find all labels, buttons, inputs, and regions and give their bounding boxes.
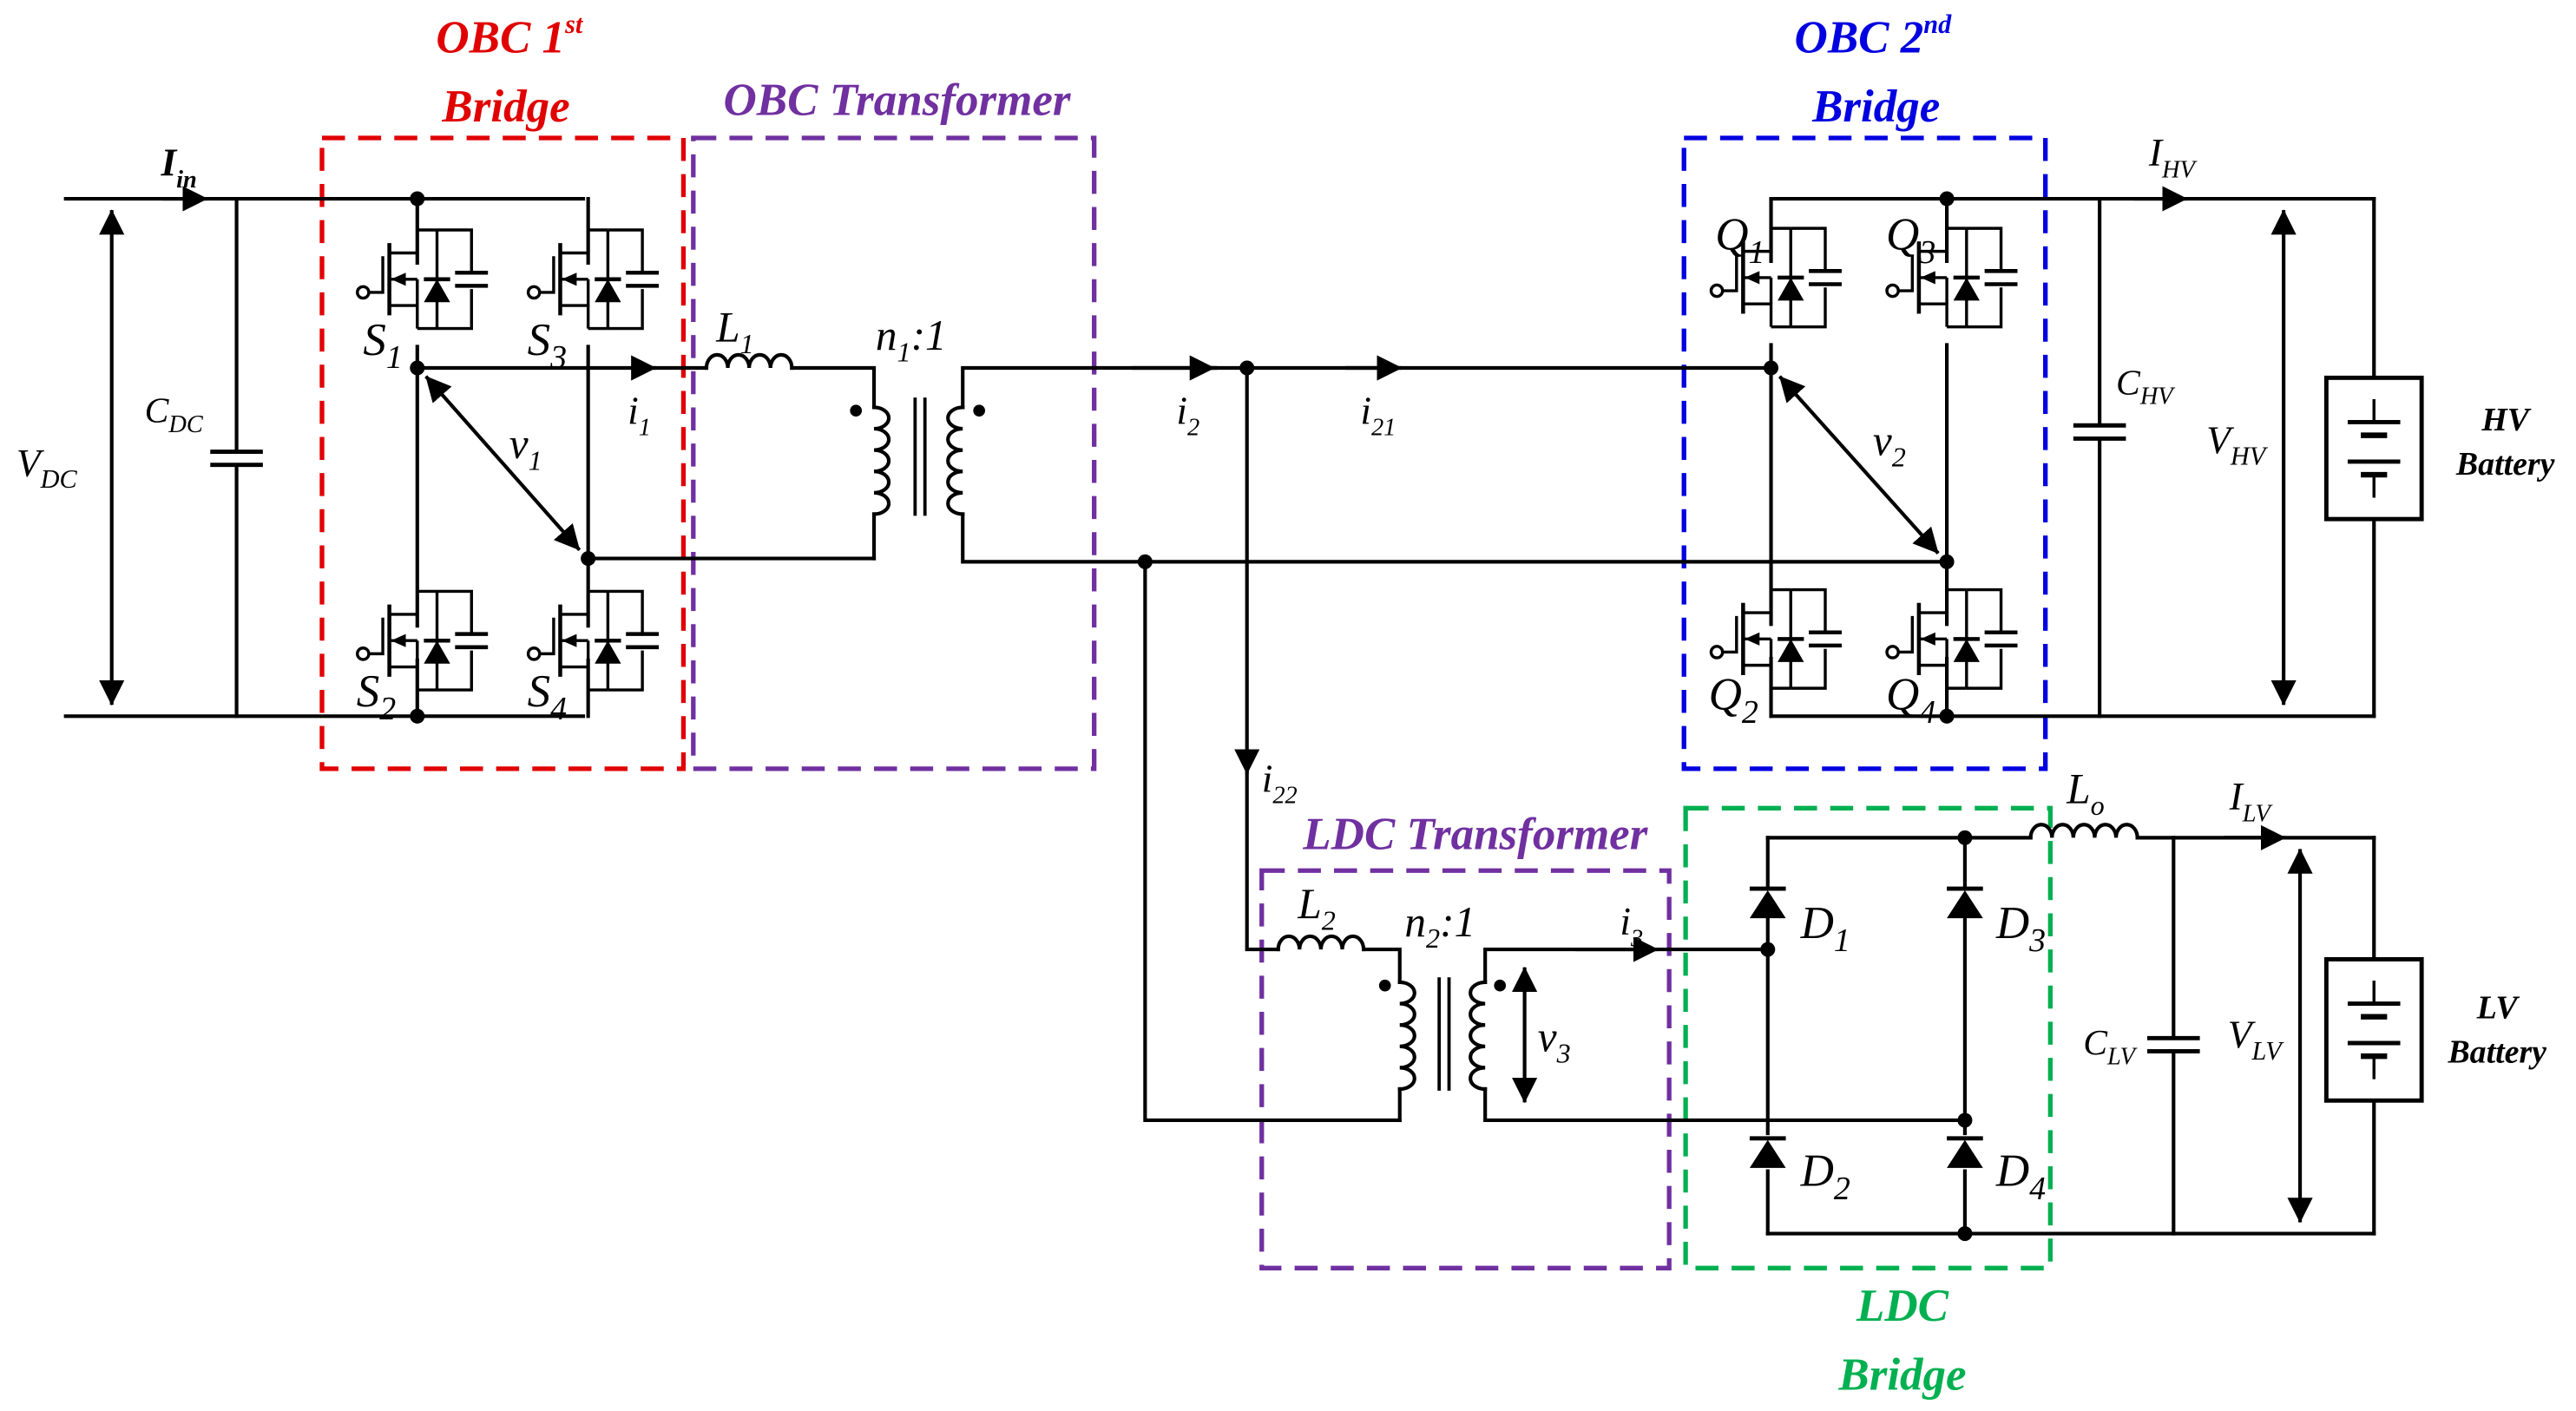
obc-bridge1-subtitle: Bridge: [441, 82, 569, 132]
transformer1-core: [913, 397, 927, 516]
ldc-bridge-title: LDC: [1856, 1281, 1949, 1331]
label-i-hv: IHV: [2148, 131, 2198, 183]
inductor-l2: [1276, 934, 1366, 952]
label-c-dc: CDC: [145, 390, 204, 437]
label-i2: i2: [1176, 389, 1199, 441]
clv-capacitor: [2147, 1038, 2200, 1051]
label-i-in: Iin: [161, 141, 197, 194]
label-n2: n2:1: [1404, 898, 1475, 954]
label-d1: D1: [1800, 898, 1850, 959]
obc-transformer-title: OBC Transformer: [724, 75, 1072, 126]
label-v3: v3: [1538, 1013, 1571, 1068]
label-s4: S4: [528, 666, 568, 727]
hv-battery: [2326, 377, 2422, 519]
label-i1: i1: [628, 389, 651, 441]
label-v-lv: VLV: [2228, 1014, 2284, 1066]
label-q1: Q1: [1715, 210, 1764, 271]
label-v-dc: VDC: [16, 442, 78, 494]
label-d4: D4: [1995, 1146, 2046, 1207]
label-hv-battery-line2: Battery: [2455, 446, 2555, 482]
label-c-hv: CHV: [2116, 363, 2176, 410]
obc-transformer-box: [691, 135, 1097, 771]
ldc-transformer-box: [1259, 868, 1672, 1270]
label-l1: L1: [715, 304, 753, 359]
label-s2: S2: [357, 666, 396, 727]
label-n1: n1:1: [876, 312, 947, 367]
transformer1-secondary: [946, 405, 965, 516]
label-i21: i21: [1360, 389, 1396, 441]
label-s3: S3: [528, 315, 567, 376]
label-q4: Q4: [1886, 670, 1935, 731]
inductor-lo: [2028, 823, 2139, 840]
label-l2: L2: [1297, 880, 1335, 935]
label-s1: S1: [363, 315, 402, 376]
diode-d4: [1947, 1139, 1983, 1168]
label-lv-battery-line1: LV: [2476, 990, 2520, 1027]
obc-bridge1-title: OBC 1st: [436, 10, 584, 63]
diode-d2: [1750, 1139, 1786, 1168]
obc-bridge2-title: OBC 2nd: [1795, 10, 1953, 63]
label-lv-battery-line2: Battery: [2447, 1034, 2546, 1071]
label-v2: v2: [1873, 417, 1906, 472]
lv-battery: [2326, 959, 2422, 1100]
label-d2: D2: [1800, 1146, 1850, 1207]
label-v-hv: VHV: [2206, 418, 2269, 470]
transformer1-primary: [871, 405, 891, 516]
label-hv-battery-line1: HV: [2481, 402, 2531, 438]
v2-arrow: [1778, 375, 1940, 555]
switch-s1: [358, 230, 488, 329]
switch-s3: [529, 230, 659, 329]
diode-d3: [1947, 889, 1983, 918]
ldc-transformer-title: LDC Transformer: [1302, 810, 1648, 860]
label-i3: i3: [1620, 900, 1643, 952]
transformer2-secondary: [1469, 980, 1488, 1092]
transformer2-core: [1437, 977, 1451, 1091]
diode-d1: [1750, 889, 1786, 918]
label-lo: Lo: [2066, 765, 2104, 821]
obc-bridge2-subtitle: Bridge: [1811, 82, 1940, 132]
label-i-lv: ILV: [2229, 775, 2274, 827]
label-v1: v1: [509, 420, 542, 476]
chv-capacitor: [2073, 425, 2126, 438]
inductor-l1: [704, 352, 794, 371]
obc-bridge1-box: [319, 135, 687, 771]
transformer2-primary: [1397, 980, 1416, 1092]
label-c-lv: CLV: [2083, 1023, 2138, 1070]
label-q3: Q3: [1886, 210, 1935, 271]
label-q2: Q2: [1709, 670, 1758, 731]
ldc-bridge-box: [1683, 805, 2053, 1270]
ldc-bridge-subtitle: Bridge: [1837, 1349, 1966, 1400]
label-d3: D3: [1995, 898, 2046, 959]
cdc-capacitor: [210, 452, 263, 465]
label-i22: i22: [1262, 757, 1298, 809]
v1-arrow: [424, 375, 582, 552]
